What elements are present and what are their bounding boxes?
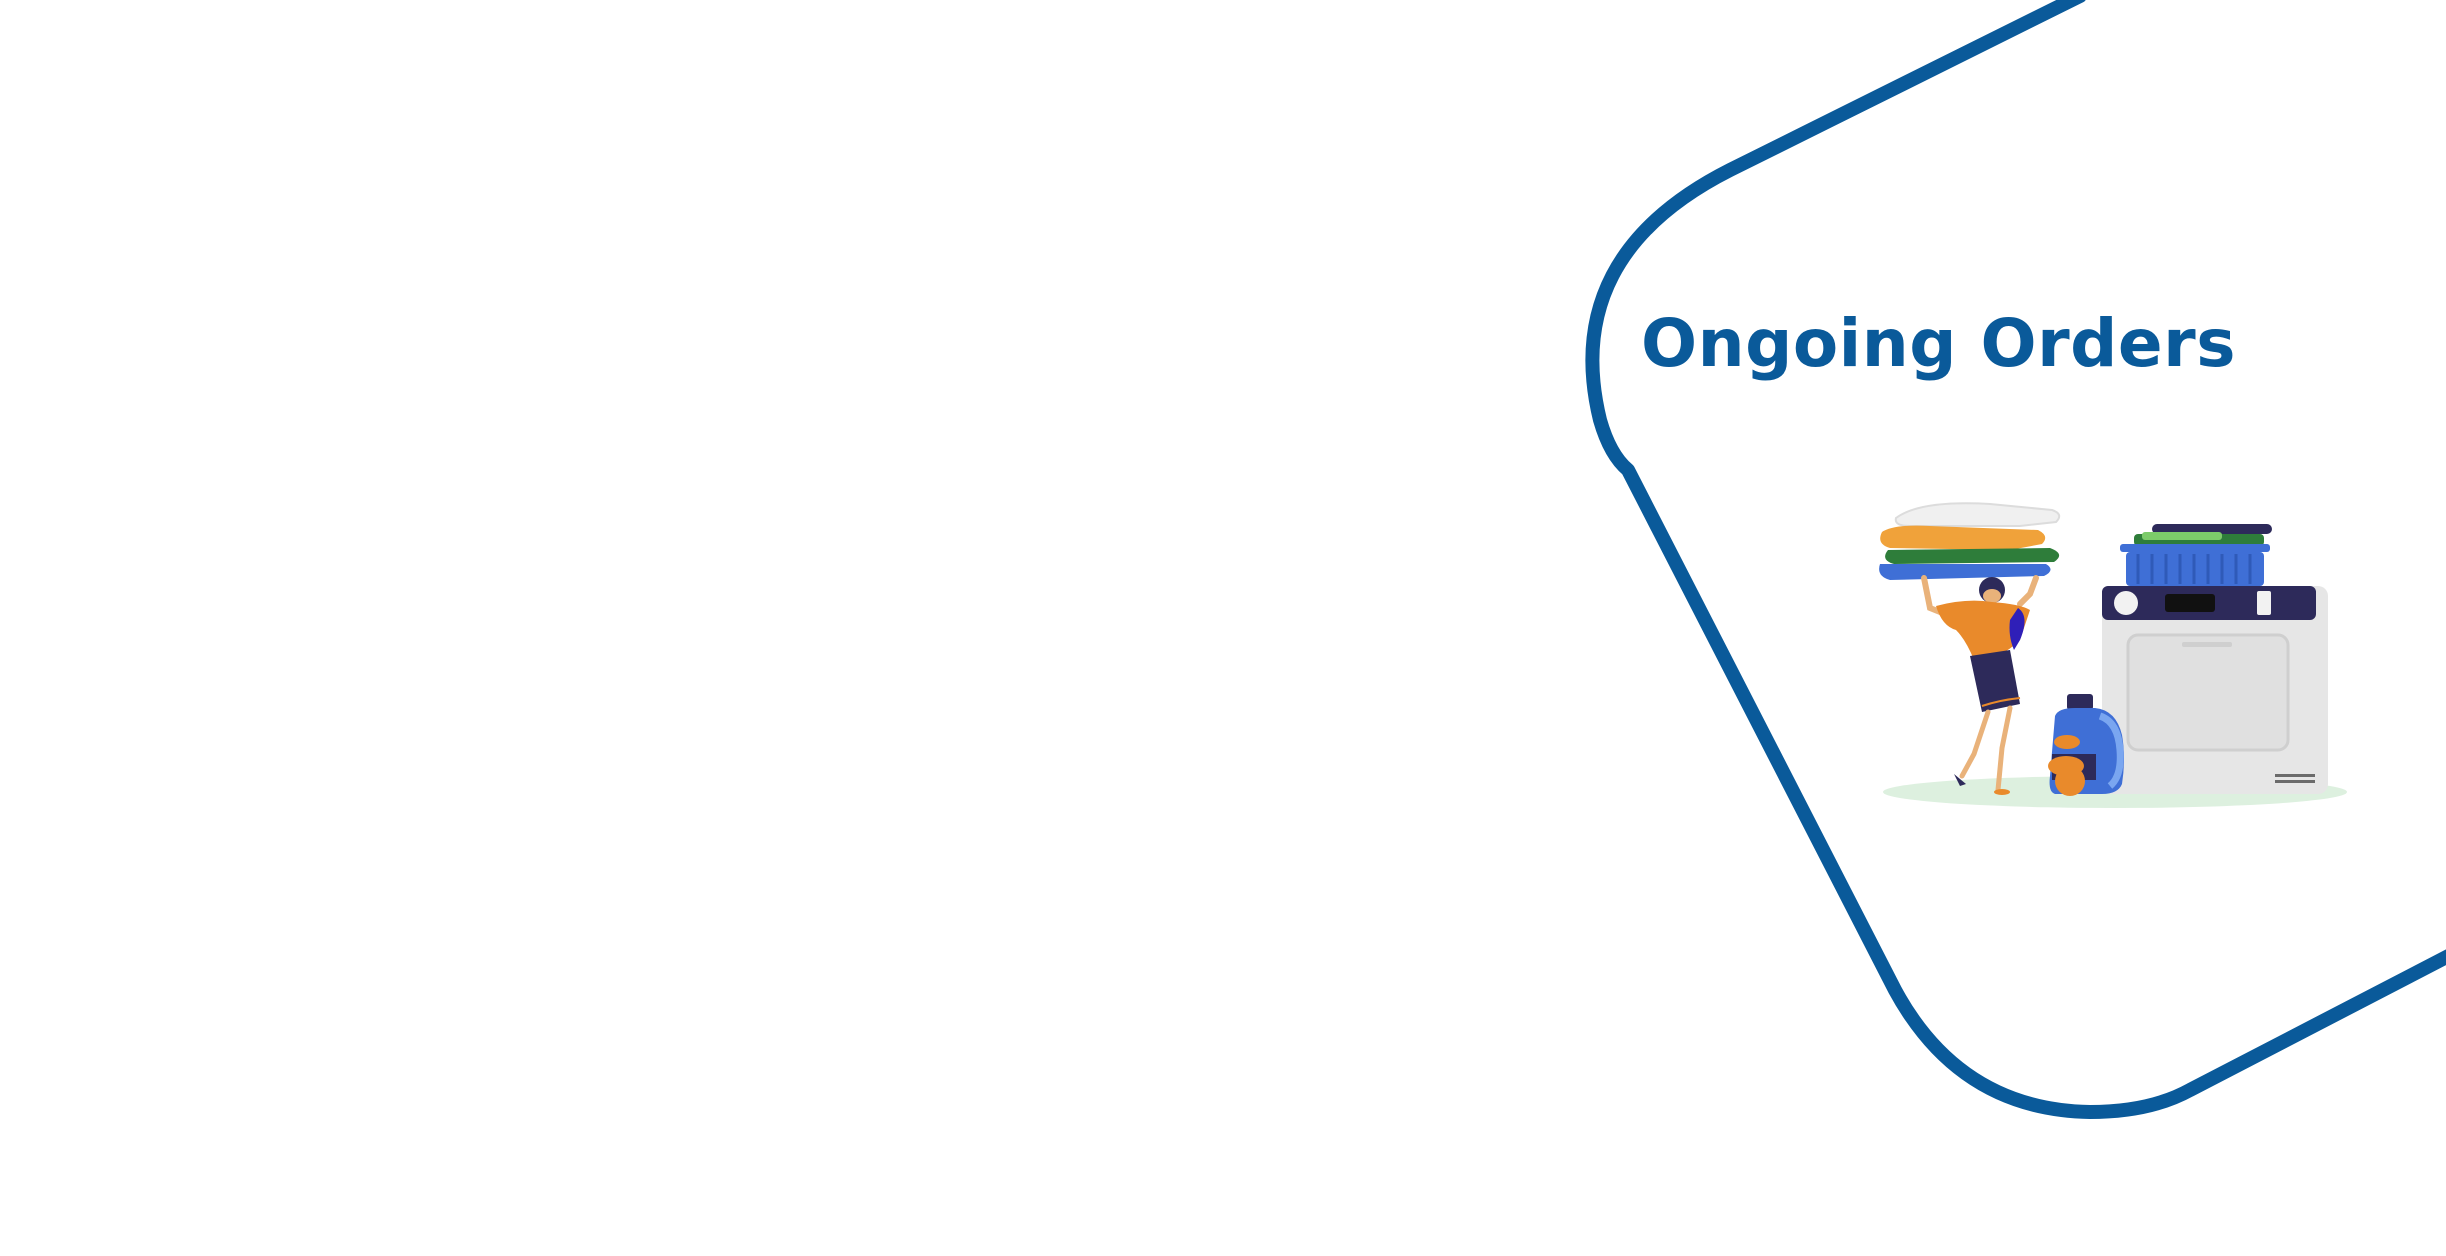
hexagon-outline bbox=[1585, 0, 2446, 1119]
laundry-basket-icon bbox=[2120, 524, 2272, 586]
page-title: Ongoing Orders bbox=[1641, 305, 2237, 382]
washing-machine-icon bbox=[2102, 586, 2328, 794]
person-carrying-laundry-icon bbox=[1879, 502, 2061, 795]
detergent-bottle-icon bbox=[2048, 694, 2124, 796]
laundry-illustration bbox=[1879, 502, 2347, 808]
